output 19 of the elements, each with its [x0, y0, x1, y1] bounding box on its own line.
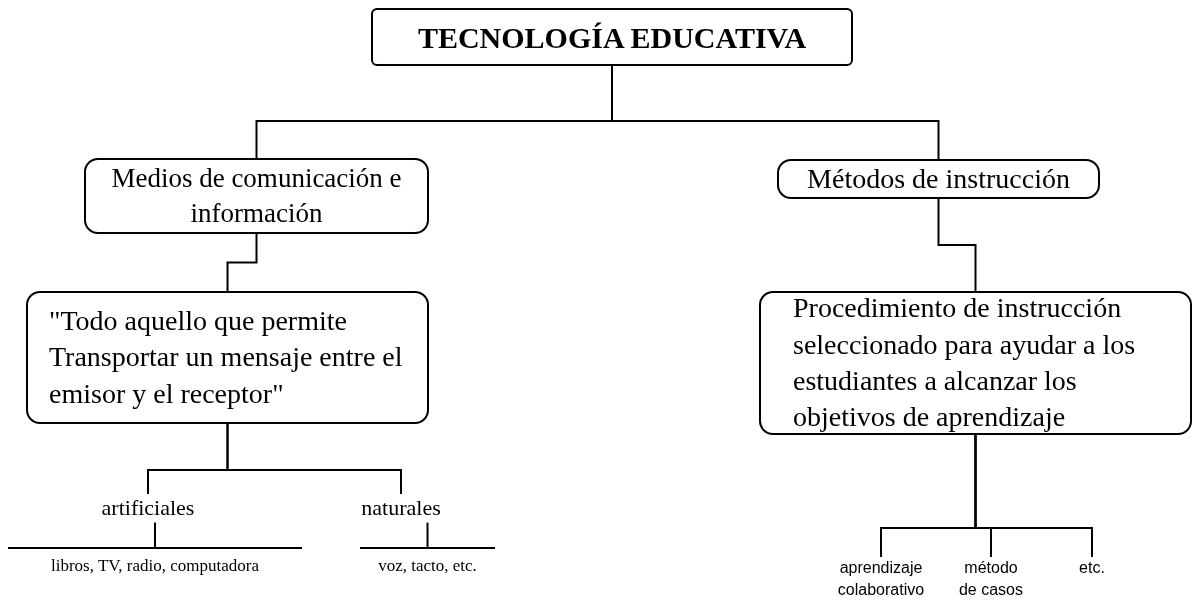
- definition-box: "Todo aquello que permite Transportar un mensaje entre el emisor y el receptor": [26, 291, 429, 424]
- example-label: aprendizaje colaborativo: [826, 557, 936, 601]
- connector-line: [226, 233, 258, 292]
- connector-line: [611, 65, 940, 160]
- title-box: TECNOLOGÍA EDUCATIVA: [371, 8, 853, 66]
- connector-line: [426, 521, 429, 548]
- category-label: artificiales: [78, 494, 218, 523]
- example-label: método de casos: [955, 557, 1027, 601]
- concept-box: Métodos de instrucción: [777, 159, 1100, 199]
- connector-line: [974, 434, 1093, 558]
- connector-line: [937, 198, 977, 292]
- category-label: naturales: [341, 494, 461, 523]
- definition-box: Procedimiento de instrucción seleccionado para ayudar a los estudiantes a alcanzar los objetivos de aprendizaje: [759, 291, 1192, 435]
- examples-text: voz, tacto, etc.: [360, 547, 495, 578]
- examples-text: libros, TV, radio, computadora: [8, 547, 302, 578]
- concept-box: Medios de comunicación e información: [84, 158, 429, 234]
- example-label: etc.: [1062, 557, 1122, 579]
- connector-line: [226, 423, 402, 495]
- connector-line: [154, 521, 156, 548]
